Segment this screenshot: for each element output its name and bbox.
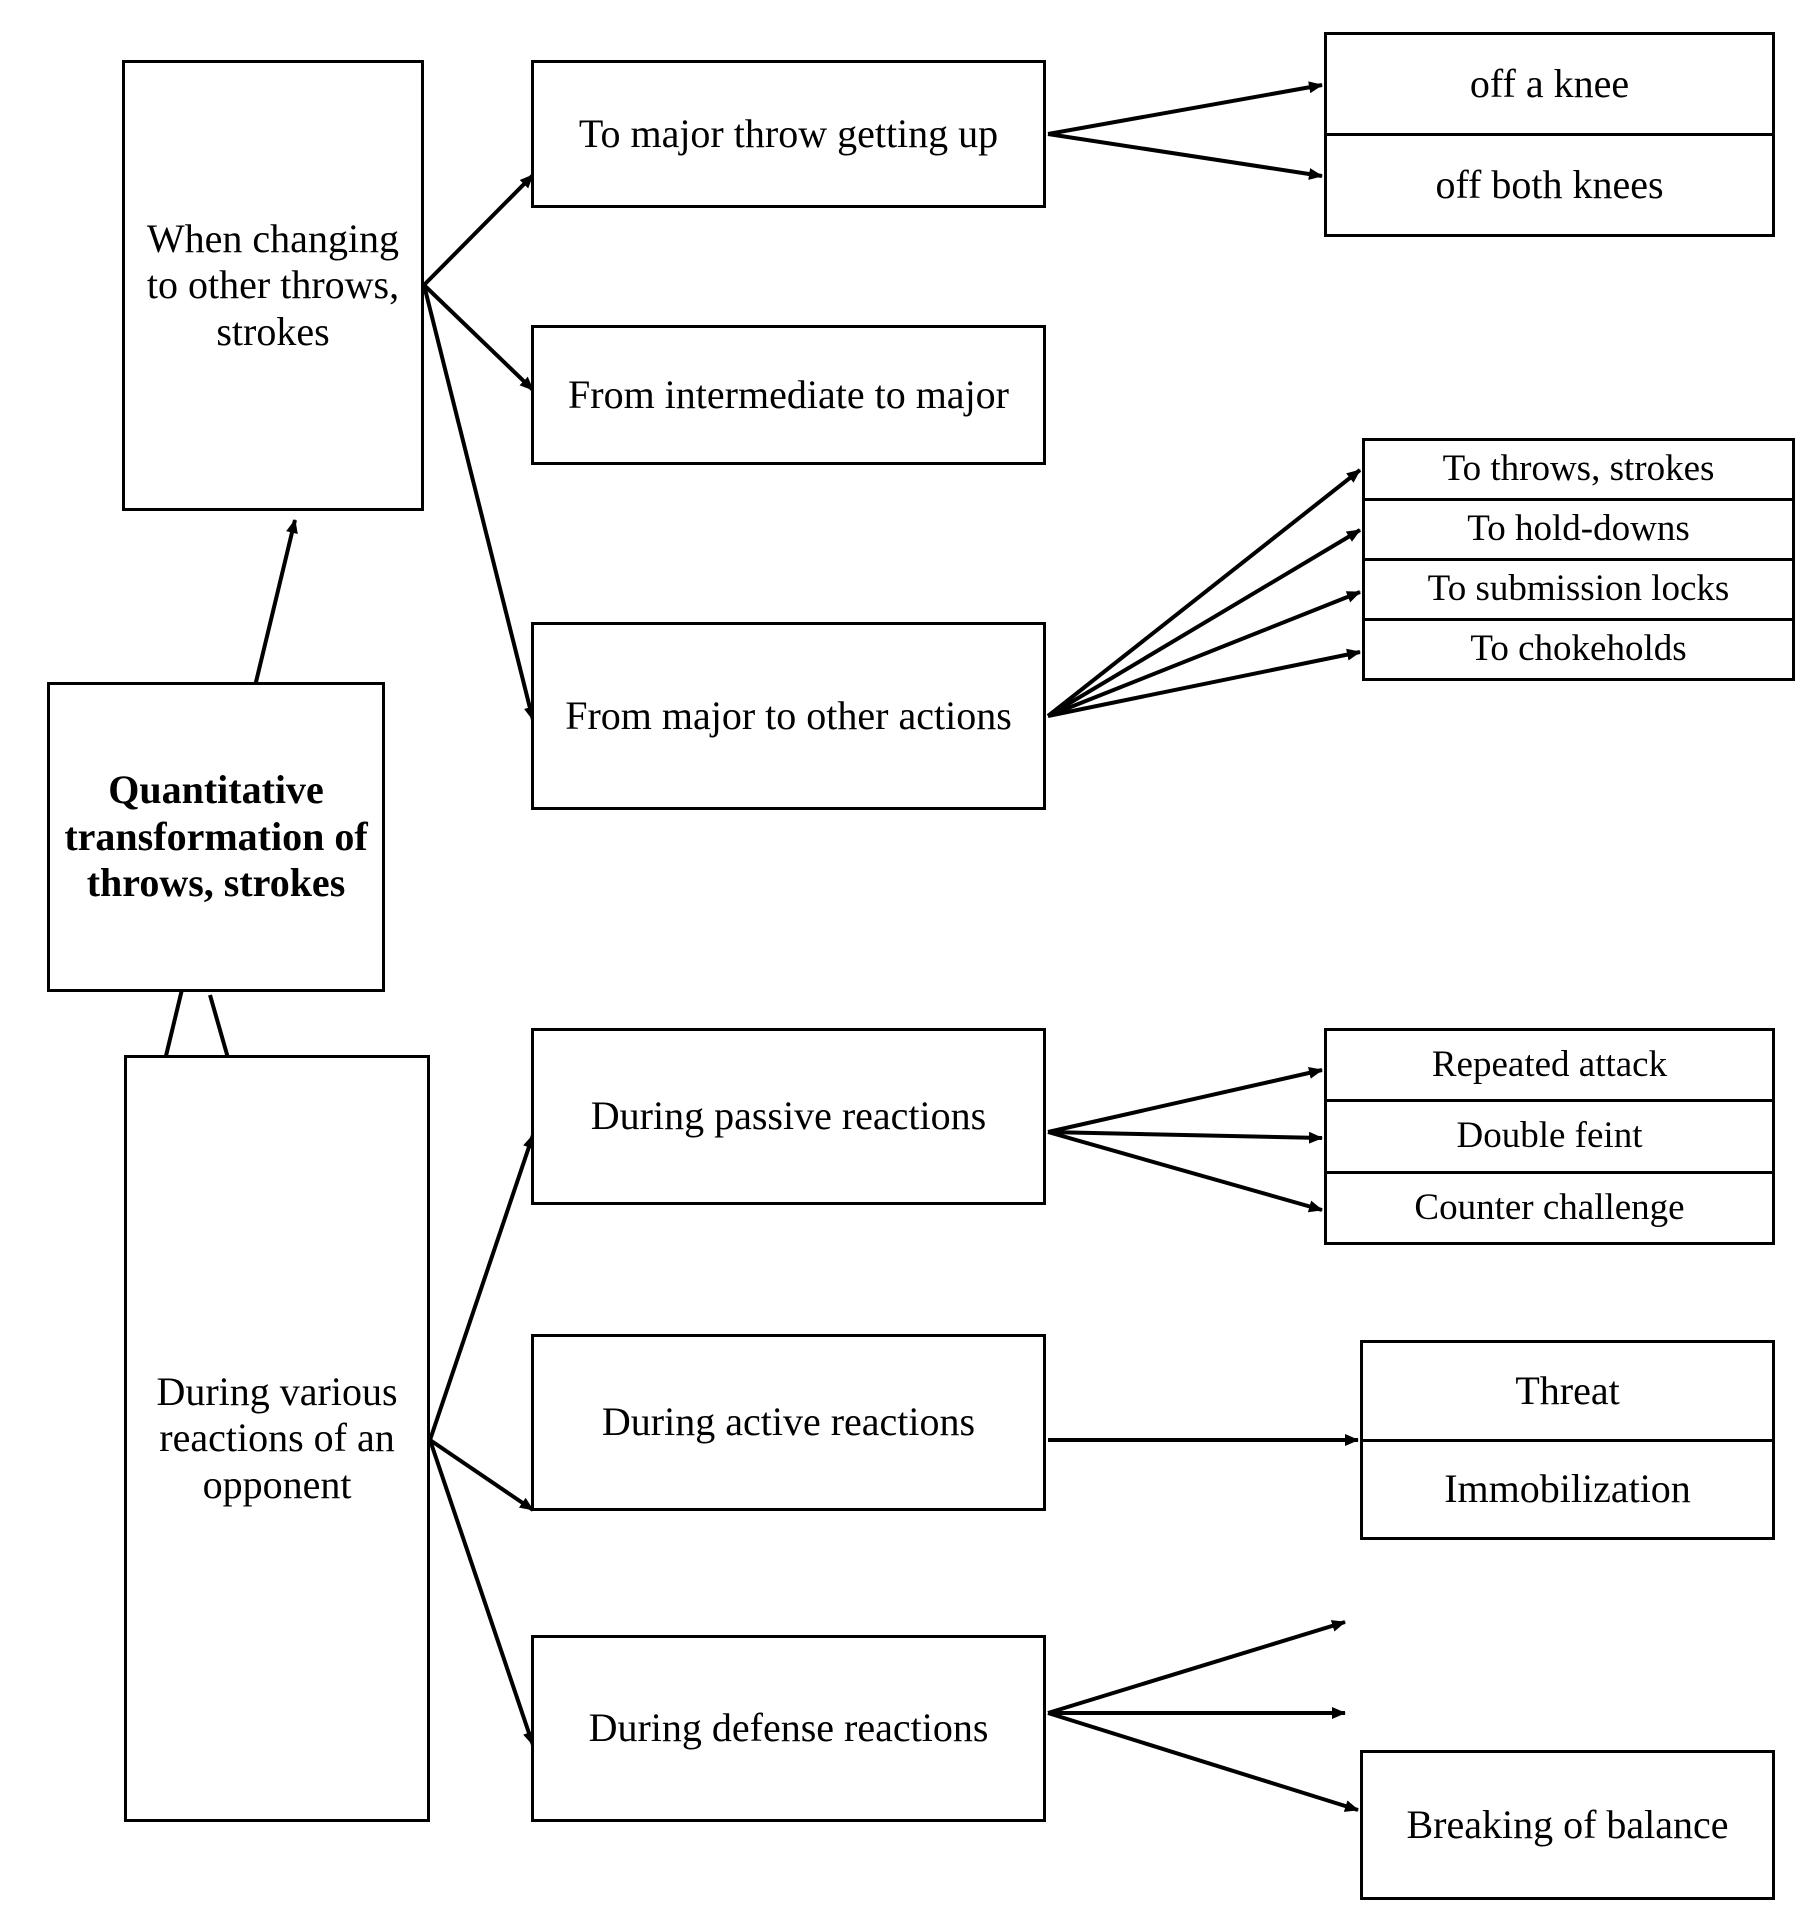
node-label: Quantitative transformation of throws, s…	[64, 767, 368, 906]
node-when-changing-to-other-throws[interactable]: When changing to other throws, strokes	[122, 60, 424, 511]
node-during-passive-reactions[interactable]: During passive reactions	[531, 1028, 1046, 1205]
option-to-chokeholds[interactable]: To chokeholds	[1365, 621, 1792, 678]
node-quantitative-transformation[interactable]: Quantitative transformation of throws, s…	[47, 682, 385, 992]
node-during-active-reactions[interactable]: During active reactions	[531, 1334, 1046, 1511]
option-off-a-knee[interactable]: off a knee	[1327, 35, 1772, 136]
stack-passive-options: Repeated attack Double feint Counter cha…	[1324, 1028, 1775, 1245]
node-from-intermediate-to-major[interactable]: From intermediate to major	[531, 325, 1046, 465]
option-to-throws-strokes[interactable]: To throws, strokes	[1365, 441, 1792, 501]
node-label: During defense reactions	[588, 1705, 989, 1751]
option-label: Counter challenge	[1414, 1186, 1685, 1228]
stack-major-to-other-options: To throws, strokes To hold-downs To subm…	[1362, 438, 1795, 681]
edge-getting-up-to-off-a-knee	[1047, 81, 1323, 136]
edge-major-other-to-holddowns	[1046, 528, 1362, 718]
option-repeated-attack[interactable]: Repeated attack	[1327, 1031, 1772, 1103]
node-label: When changing to other throws, strokes	[146, 215, 400, 354]
node-during-various-reactions[interactable]: During various reactions of an opponent	[124, 1055, 430, 1822]
edge-defense-to-breaking-balance	[1047, 1711, 1359, 1812]
edge-passive-to-counter-challenge	[1047, 1130, 1323, 1213]
node-from-major-to-other-actions[interactable]: From major to other actions	[531, 622, 1046, 810]
option-double-feint[interactable]: Double feint	[1327, 1102, 1772, 1174]
node-during-defense-reactions[interactable]: During defense reactions	[531, 1635, 1046, 1822]
node-label: During various reactions of an opponent	[156, 1368, 398, 1507]
option-label: To throws, strokes	[1442, 448, 1715, 490]
edge-passive-to-repeated-attack	[1047, 1067, 1323, 1134]
option-to-hold-downs[interactable]: To hold-downs	[1365, 501, 1792, 561]
option-threat[interactable]: Threat	[1363, 1343, 1772, 1442]
edge-defense-to-unlabeled-1	[1047, 1620, 1346, 1715]
option-label: To chokeholds	[1470, 628, 1687, 670]
node-label: From intermediate to major	[568, 371, 1009, 417]
edge-major-other-to-throws	[1046, 468, 1362, 718]
option-label: Threat	[1515, 1367, 1620, 1413]
option-off-both-knees[interactable]: off both knees	[1327, 136, 1772, 234]
node-label: Breaking of balance	[1406, 1801, 1729, 1847]
node-label: To major throw getting up	[578, 110, 999, 156]
node-label: From major to other actions	[565, 692, 1012, 738]
stack-getting-up-options: off a knee off both knees	[1324, 32, 1775, 237]
node-label: During active reactions	[601, 1399, 976, 1445]
option-counter-challenge[interactable]: Counter challenge	[1327, 1174, 1772, 1242]
option-label: Double feint	[1456, 1115, 1643, 1157]
option-label: Immobilization	[1444, 1466, 1691, 1512]
edge-changing-to-major-other	[422, 284, 536, 721]
option-to-submission-locks[interactable]: To submission locks	[1365, 561, 1792, 621]
edge-reactions-to-active	[428, 1438, 535, 1512]
node-to-major-throw-getting-up[interactable]: To major throw getting up	[531, 60, 1046, 208]
edge-major-other-to-submission	[1047, 590, 1361, 718]
stack-active-options: Threat Immobilization	[1360, 1340, 1775, 1540]
option-label: off both knees	[1435, 162, 1664, 208]
option-label: off a knee	[1469, 61, 1630, 107]
edge-changing-to-intermediate	[422, 283, 535, 392]
node-breaking-of-balance[interactable]: Breaking of balance	[1360, 1750, 1775, 1900]
node-label: During passive reactions	[590, 1093, 987, 1139]
option-label: To submission locks	[1427, 568, 1730, 610]
option-label: Repeated attack	[1431, 1044, 1668, 1086]
edge-getting-up-to-off-both-knees	[1047, 132, 1323, 180]
edge-passive-to-double-feint	[1047, 1130, 1323, 1144]
edge-major-other-to-chokeholds	[1047, 648, 1361, 718]
edge-reactions-to-defense	[428, 1439, 535, 1746]
edge-reactions-to-passive	[428, 1134, 535, 1441]
edge-changing-to-major-throw	[422, 173, 535, 287]
option-immobilization[interactable]: Immobilization	[1363, 1442, 1772, 1538]
option-label: To hold-downs	[1467, 508, 1690, 550]
